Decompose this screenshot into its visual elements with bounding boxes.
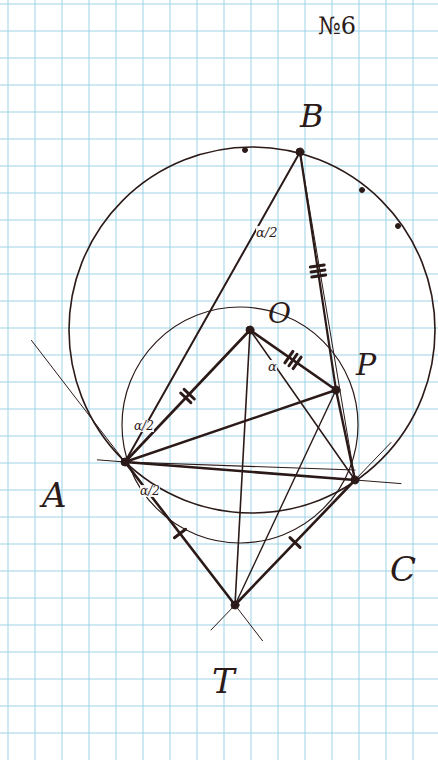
segment [250, 330, 336, 390]
angle-label: α/2 [134, 420, 154, 432]
segment [300, 152, 355, 480]
segment [300, 152, 336, 390]
angle-label: α/2 [140, 485, 160, 497]
segment [235, 330, 250, 605]
point [243, 148, 248, 153]
point [231, 601, 239, 609]
point [296, 148, 304, 156]
problem-number: №6 [318, 14, 356, 38]
tick-mark [311, 270, 325, 272]
point [396, 224, 401, 229]
angle-label: α/2 [256, 226, 277, 239]
segment [235, 390, 336, 605]
segment [125, 390, 336, 462]
segment [125, 462, 355, 470]
tick-mark [310, 265, 324, 267]
point-label: P [356, 350, 376, 380]
point [246, 326, 254, 334]
circumcircle [69, 147, 435, 513]
tick-mark [290, 538, 300, 548]
point [332, 386, 340, 394]
segment [125, 152, 300, 462]
construction-lines [32, 147, 436, 641]
tick-mark [312, 275, 326, 277]
point-label: A [42, 478, 67, 512]
point [351, 476, 359, 484]
point-label: T [212, 664, 235, 698]
segment [32, 340, 263, 640]
point [360, 188, 365, 193]
segment [97, 460, 401, 484]
segment [250, 330, 355, 480]
tick-mark [293, 357, 301, 368]
segment [125, 330, 250, 462]
tick-mark [174, 529, 185, 538]
point [121, 458, 129, 466]
tick-mark [181, 393, 191, 403]
angle-label: α [268, 360, 277, 373]
point-label: C [390, 552, 416, 586]
point-label: O [268, 300, 291, 328]
point-label: B [300, 100, 324, 132]
